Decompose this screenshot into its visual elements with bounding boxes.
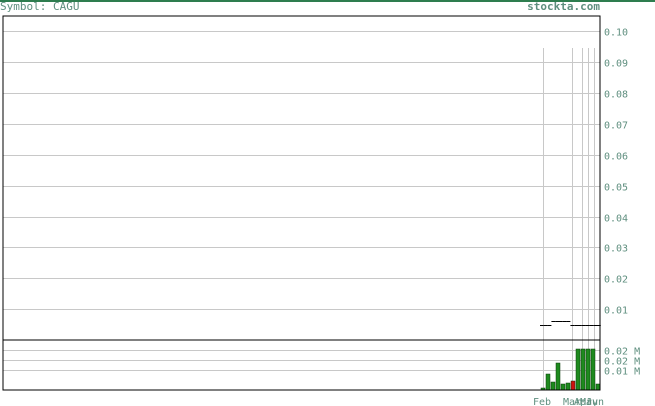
volume-bar [555, 362, 561, 391]
price-series [540, 321, 601, 326]
volume-grid [3, 350, 600, 371]
volume-bar [585, 348, 591, 391]
price-tick-label: 0.10 [604, 28, 628, 39]
volume-bar [560, 383, 566, 391]
price-tick-label: 0.03 [604, 244, 628, 255]
volume-axis: 0.02 M0.02 M0.01 M [604, 347, 640, 378]
date-tick-label: Apr [574, 397, 592, 406]
price-tick-label: 0.07 [604, 121, 628, 132]
volume-bar [595, 383, 601, 391]
site-brand[interactable]: stockta.com [527, 0, 600, 13]
volume-bar [545, 373, 551, 391]
volume-bar [580, 348, 586, 391]
price-tick-label: 0.01 [604, 306, 628, 317]
price-tick-label: 0.08 [604, 90, 628, 101]
volume-tick-label: 0.01 M [604, 367, 640, 378]
symbol-label: Symbol: CAGU [0, 0, 80, 13]
volume-bar [550, 381, 556, 391]
date-tick-label: Mar [563, 397, 581, 406]
date-tick-label: Jun [586, 397, 604, 406]
price-tick-label: 0.02 [604, 275, 628, 286]
volume-bar [565, 382, 571, 391]
date-tick-label: May [580, 397, 598, 406]
volume-tick-label: 0.02 M [604, 347, 640, 358]
volume-bar [575, 348, 581, 391]
price-tick-label: 0.05 [604, 183, 628, 194]
volume-panel-frame [2, 339, 601, 391]
volume-tick-label: 0.02 M [604, 357, 640, 368]
volume-bar [570, 380, 576, 391]
price-panel-frame [2, 15, 601, 341]
price-tick-label: 0.04 [604, 214, 628, 225]
price-axis: 0.10 0.09 0.08 0.07 0.06 0.05 0.04 0.03 0.02 0.01 [604, 28, 628, 317]
date-gridlines [543, 48, 595, 390]
price-tick-label: 0.06 [604, 152, 628, 163]
date-tick-label: Feb [533, 397, 551, 406]
price-tick-label: 0.09 [604, 59, 628, 70]
price-grid [3, 31, 600, 310]
volume-bar [590, 348, 596, 391]
volume-bars [540, 348, 601, 391]
